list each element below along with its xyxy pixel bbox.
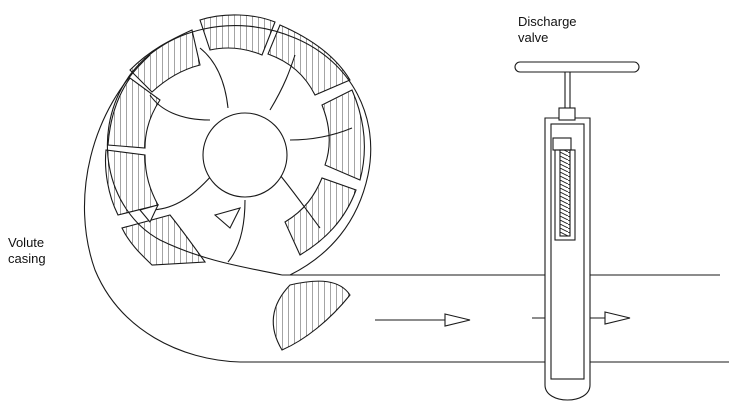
impeller — [105, 14, 365, 351]
impeller-vane — [284, 177, 357, 256]
impeller-vane — [321, 89, 365, 181]
volute-label-line2: casing — [8, 251, 46, 266]
impeller-vane — [129, 29, 201, 93]
impeller-vane — [121, 214, 207, 266]
discharge-label-line2: valve — [518, 30, 549, 45]
flow-arrows — [375, 311, 631, 327]
valve-handwheel — [514, 61, 640, 73]
discharge-valve — [514, 61, 640, 401]
discharge-label-line1: Discharge — [518, 14, 577, 29]
discharge-pipe — [240, 274, 729, 363]
volute-casing-label: Volute casing — [8, 235, 46, 267]
flow-arrow — [375, 313, 471, 327]
impeller-hub — [202, 112, 288, 198]
impeller-vane — [199, 14, 276, 56]
volute-label-line1: Volute — [8, 235, 45, 250]
valve-stem-spring — [559, 149, 571, 237]
impeller-vane — [267, 24, 351, 96]
impeller-vane — [272, 280, 351, 351]
impeller-vane — [107, 77, 161, 149]
impeller-vane — [105, 149, 159, 216]
discharge-valve-label: Discharge valve — [518, 14, 577, 46]
volute-casing — [84, 25, 729, 363]
